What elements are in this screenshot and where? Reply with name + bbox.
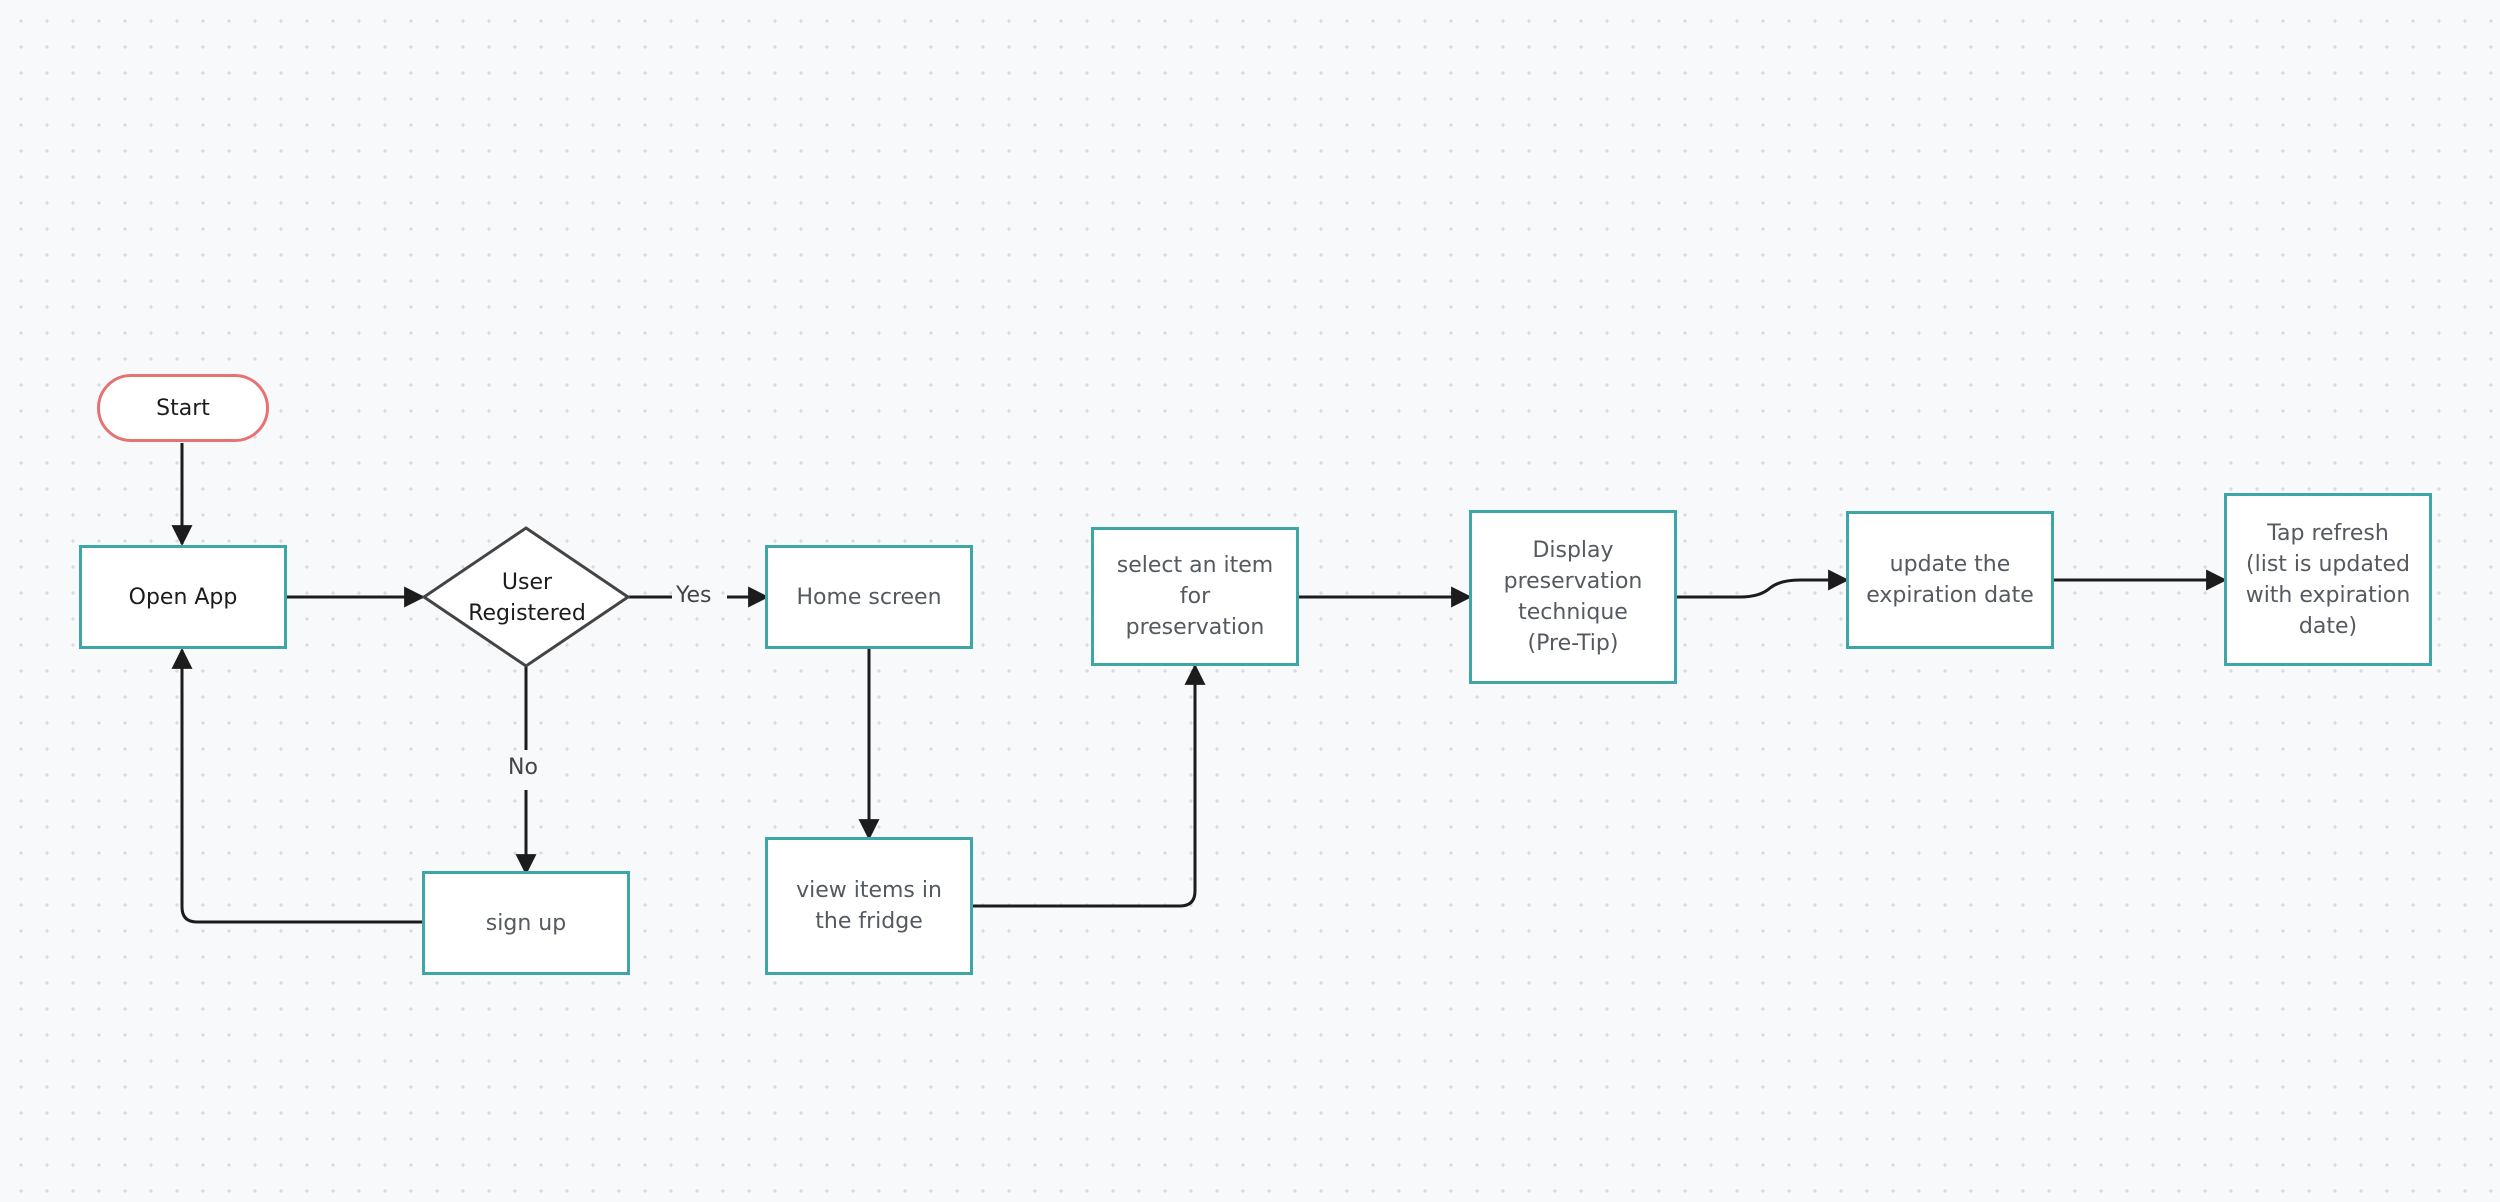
- display-technique-node[interactable]: Display preservation technique (Pre-Tip): [1469, 510, 1677, 684]
- update-date-node[interactable]: update the expiration date: [1846, 511, 2054, 649]
- open-app-label: Open App: [128, 584, 238, 610]
- edge-display-to-update: [1677, 569, 1850, 599]
- home-screen-label: Home screen: [796, 584, 942, 610]
- display-technique-label: Display preservation technique (Pre-Tip): [1503, 538, 1643, 656]
- view-items-node[interactable]: view items in the fridge: [765, 837, 973, 975]
- start-label: Start: [156, 395, 210, 421]
- select-item-node[interactable]: select an item for preservation: [1091, 527, 1299, 666]
- yes-edge-label: Yes: [672, 583, 716, 608]
- sign-up-node[interactable]: sign up: [422, 871, 630, 975]
- tap-refresh-label: Tap refresh (list is updated with expira…: [2245, 520, 2411, 639]
- edge-signup-to-open-app: [171, 647, 422, 924]
- user-registered-label: User Registered: [468, 570, 586, 626]
- no-edge-label: No: [504, 755, 542, 780]
- select-item-label: select an item for preservation: [1116, 553, 1274, 640]
- view-items-label: view items in the fridge: [796, 878, 942, 934]
- user-registered-decision[interactable]: User Registered: [422, 528, 632, 668]
- home-screen-node[interactable]: Home screen: [765, 545, 973, 649]
- update-date-label: update the expiration date: [1866, 552, 2034, 608]
- edge-view-items-to-select: [972, 663, 1206, 908]
- sign-up-label: sign up: [485, 910, 567, 936]
- decision-diamond: [421, 526, 631, 668]
- start-node[interactable]: Start: [97, 374, 269, 442]
- open-app-node[interactable]: Open App: [79, 545, 287, 649]
- tap-refresh-node[interactable]: Tap refresh (list is updated with expira…: [2224, 493, 2432, 666]
